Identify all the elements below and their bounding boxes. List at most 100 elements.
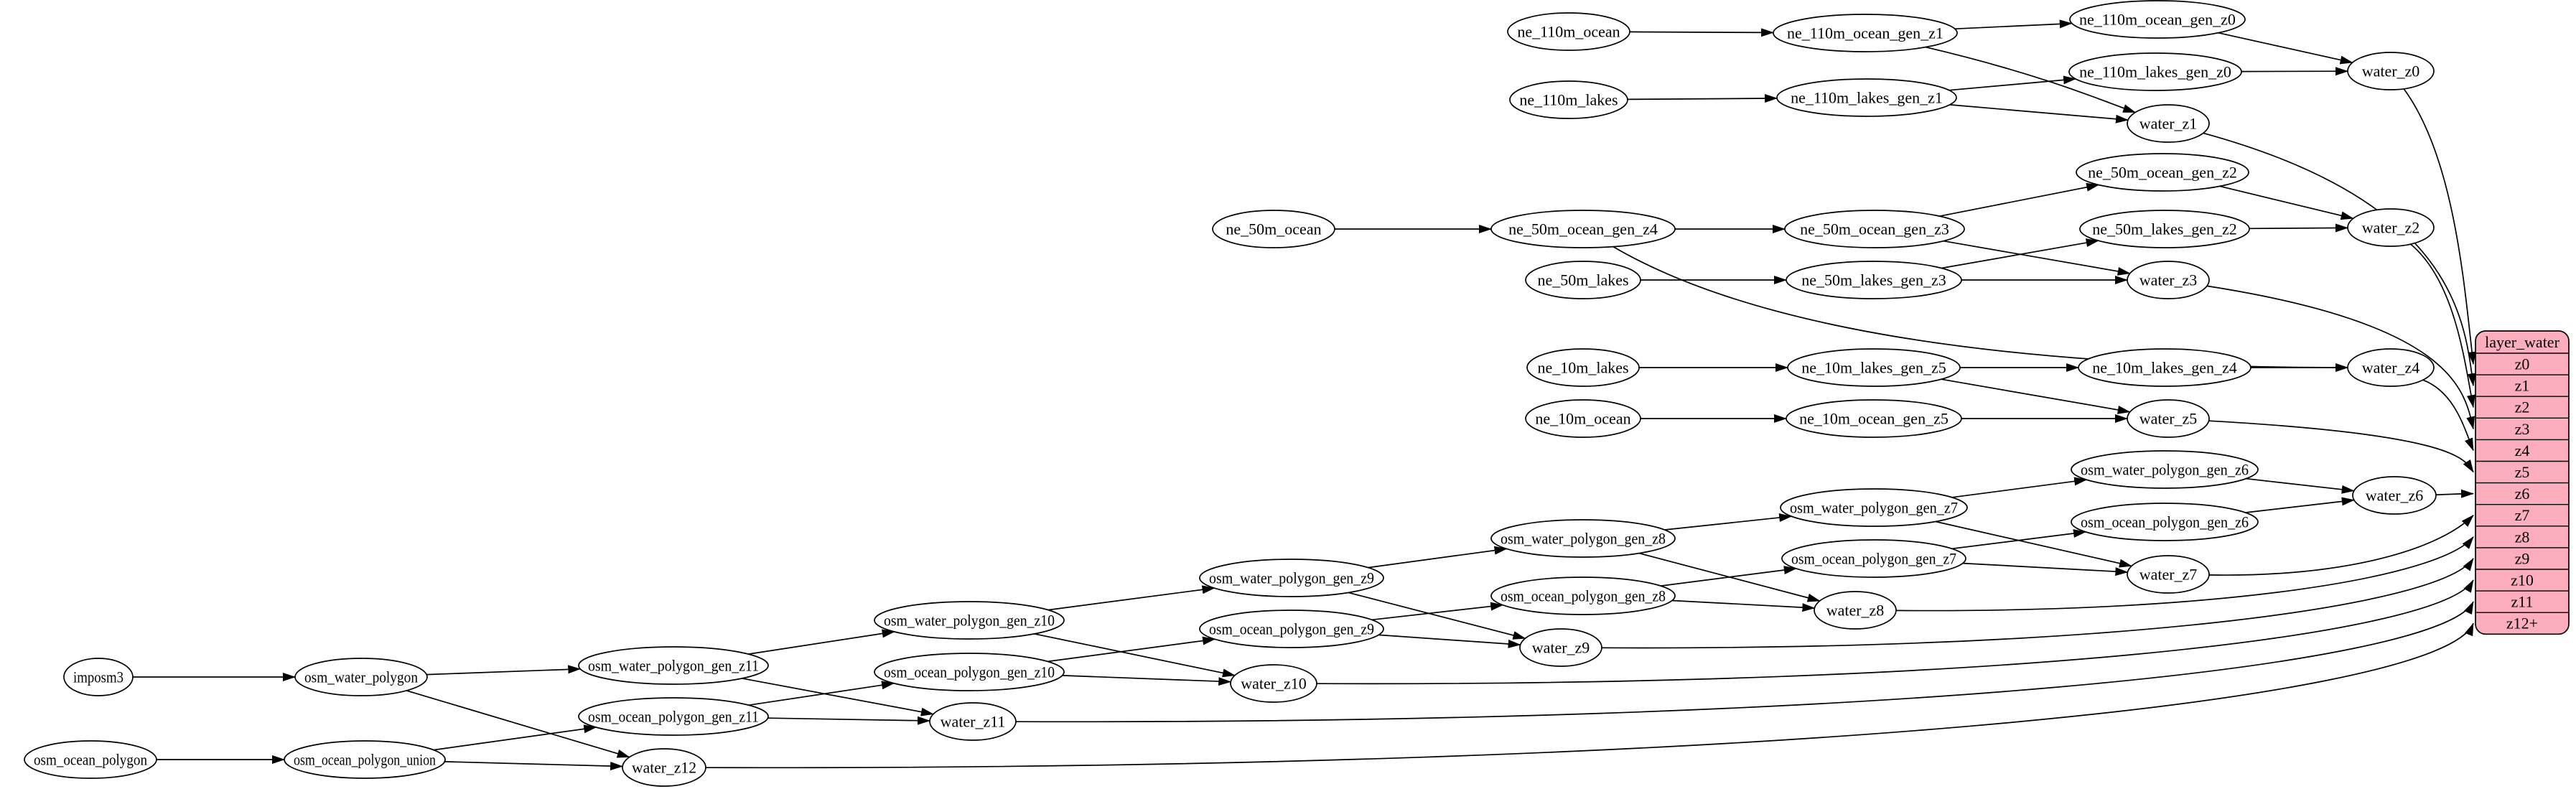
node-label-ne_10m_lakes_gen_z5: ne_10m_lakes_gen_z5 — [1801, 358, 1946, 376]
node-ne_110m_ocean: ne_110m_ocean — [1507, 12, 1630, 51]
edge-water_z2-layer_water-z2 — [2410, 243, 2475, 408]
edge-osm_ocean_polygon_union-water_z12 — [444, 761, 624, 771]
node-label-ne_10m_lakes: ne_10m_lakes — [1537, 358, 1628, 376]
node-shape-osm_water_polygon_gen_z8 — [1490, 519, 1676, 558]
node-shape-ne_50m_ocean_gen_z2 — [2076, 153, 2249, 192]
record-layer_water: layer_waterz0z1z2z3z4z5z6z7z8z9z10z11z12… — [2475, 330, 2570, 635]
edge-osm_water_polygon-water_z12 — [406, 690, 630, 758]
edge-osm_water_polygon_gen_z9-osm_water_polygon_gen_z8 — [1368, 546, 1508, 569]
node-label-water_z2: water_z2 — [2362, 218, 2420, 236]
node-shape-ne_50m_lakes — [1525, 261, 1641, 299]
node-shape-ne_110m_lakes — [1509, 80, 1628, 119]
node-shape-water_z1 — [2127, 104, 2210, 143]
node-label-ne_50m_ocean_gen_z4: ne_50m_ocean_gen_z4 — [1508, 220, 1658, 238]
node-label-osm_water_polygon_gen_z10: osm_water_polygon_gen_z10 — [884, 611, 1055, 629]
node-osm_water_polygon_gen_z8: osm_water_polygon_gen_z8 — [1490, 519, 1676, 558]
edge-osm_ocean_polygon_gen_z10-water_z10 — [1062, 675, 1232, 686]
node-water_z5: water_z5 — [2127, 399, 2210, 438]
record-row-z8: z8 — [2515, 528, 2530, 546]
node-shape-ne_110m_ocean_gen_z1 — [1773, 14, 1958, 52]
node-osm_water_polygon: osm_water_polygon — [294, 658, 428, 696]
node-shape-ne_50m_ocean_gen_z3 — [1784, 210, 1965, 248]
node-osm_ocean_polygon_gen_z8: osm_ocean_polygon_gen_z8 — [1490, 576, 1676, 615]
edge-osm_ocean_polygon_gen_z9-osm_ocean_polygon_gen_z8 — [1371, 602, 1504, 621]
node-shape-imposm3 — [63, 658, 134, 696]
edge-water_z10-layer_water-z10 — [1316, 579, 2474, 685]
node-ne_110m_lakes_gen_z1: ne_110m_lakes_gen_z1 — [1776, 78, 1957, 117]
node-shape-osm_ocean_polygon_gen_z11 — [578, 697, 769, 736]
edge-osm_water_polygon_gen_z11-water_z11 — [742, 678, 934, 716]
node-water_z3: water_z3 — [2127, 261, 2210, 299]
node-shape-ne_110m_ocean_gen_z0 — [2069, 0, 2246, 39]
node-osm_ocean_polygon_union: osm_ocean_polygon_union — [284, 740, 446, 779]
record-header-label: layer_water — [2485, 333, 2559, 351]
node-label-ne_110m_lakes_gen_z0: ne_110m_lakes_gen_z0 — [2079, 62, 2231, 80]
node-ne_50m_ocean_gen_z3: ne_50m_ocean_gen_z3 — [1784, 210, 1965, 248]
node-osm_ocean_polygon_gen_z10: osm_ocean_polygon_gen_z10 — [874, 653, 1065, 691]
node-label-osm_ocean_polygon: osm_ocean_polygon — [34, 750, 147, 768]
edge-osm_ocean_polygon_gen_z11-osm_ocean_polygon_gen_z10 — [748, 681, 895, 706]
record-row-z10: z10 — [2511, 571, 2534, 589]
node-label-ne_110m_lakes: ne_110m_lakes — [1519, 90, 1618, 108]
node-label-water_z4: water_z4 — [2362, 358, 2420, 376]
edge-water_z12-layer_water-z12+ — [705, 622, 2474, 769]
node-shape-osm_water_polygon_gen_z10 — [874, 601, 1065, 640]
node-label-imposm3: imposm3 — [73, 668, 123, 686]
node-label-osm_ocean_polygon_gen_z9: osm_ocean_polygon_gen_z9 — [1209, 620, 1374, 638]
node-shape-water_z0 — [2347, 52, 2435, 90]
node-label-water_z9: water_z9 — [1532, 638, 1590, 656]
node-shape-osm_water_polygon_gen_z9 — [1199, 559, 1384, 597]
node-osm_ocean_polygon_gen_z7: osm_ocean_polygon_gen_z7 — [1781, 539, 1966, 578]
node-label-water_z8: water_z8 — [1826, 601, 1885, 619]
node-shape-osm_ocean_polygon_gen_z9 — [1199, 610, 1384, 648]
node-ne_50m_ocean_gen_z4: ne_50m_ocean_gen_z4 — [1490, 210, 1676, 248]
node-label-water_z7: water_z7 — [2139, 565, 2198, 583]
node-label-ne_110m_ocean_gen_z1: ne_110m_ocean_gen_z1 — [1787, 24, 1943, 42]
edge-osm_ocean_polygon_gen_z7-water_z7 — [1962, 562, 2129, 576]
node-water_z1: water_z1 — [2127, 104, 2210, 143]
node-ne_110m_lakes_gen_z0: ne_110m_lakes_gen_z0 — [2068, 52, 2242, 91]
node-ne_110m_lakes: ne_110m_lakes — [1509, 80, 1628, 119]
node-label-osm_water_polygon: osm_water_polygon — [304, 668, 418, 686]
node-osm_water_polygon_gen_z10: osm_water_polygon_gen_z10 — [874, 601, 1065, 640]
node-label-ne_50m_lakes_gen_z2: ne_50m_lakes_gen_z2 — [2092, 220, 2237, 238]
node-label-osm_ocean_polygon_gen_z8: osm_ocean_polygon_gen_z8 — [1501, 587, 1666, 604]
node-ne_50m_ocean_gen_z2: ne_50m_ocean_gen_z2 — [2076, 153, 2249, 192]
record-row-z5: z5 — [2515, 463, 2530, 481]
node-label-osm_water_polygon_gen_z8: osm_water_polygon_gen_z8 — [1501, 529, 1666, 547]
node-shape-ne_10m_lakes_gen_z5 — [1787, 348, 1961, 387]
node-label-ne_10m_lakes_gen_z4: ne_10m_lakes_gen_z4 — [2092, 358, 2237, 376]
node-shape-ne_110m_lakes_gen_z1 — [1776, 78, 1957, 117]
node-shape-ne_50m_lakes_gen_z2 — [2079, 210, 2250, 248]
node-shape-water_z6 — [2352, 476, 2437, 515]
node-shape-osm_ocean_polygon_gen_z7 — [1781, 539, 1966, 578]
node-shape-water_z2 — [2347, 208, 2435, 247]
node-osm_water_polygon_gen_z9: osm_water_polygon_gen_z9 — [1199, 559, 1384, 597]
node-water_z10: water_z10 — [1230, 664, 1317, 703]
node-shape-osm_ocean_polygon_union — [284, 740, 446, 779]
node-shape-ne_10m_ocean — [1525, 399, 1641, 438]
node-label-ne_50m_ocean_gen_z3: ne_50m_ocean_gen_z3 — [1800, 220, 1949, 238]
node-water_z2: water_z2 — [2347, 208, 2435, 247]
node-label-ne_110m_ocean_gen_z0: ne_110m_ocean_gen_z0 — [2079, 10, 2236, 28]
edge-ne_10m_lakes_gen_z5-water_z5 — [1941, 378, 2131, 414]
record-row-z9: z9 — [2515, 549, 2530, 567]
node-label-water_z10: water_z10 — [1241, 674, 1307, 692]
node-ne_50m_ocean: ne_50m_ocean — [1212, 210, 1335, 248]
node-label-water_z5: water_z5 — [2139, 409, 2198, 427]
node-shape-osm_water_polygon_gen_z6 — [2071, 450, 2259, 489]
edge-osm_ocean_polygon_gen_z10-osm_ocean_polygon_gen_z9 — [1047, 636, 1216, 663]
node-shape-osm_water_polygon_gen_z7 — [1780, 488, 1968, 527]
edge-ne_110m_ocean_gen_z1-water_z1 — [1925, 46, 2137, 113]
node-osm_ocean_polygon_gen_z9: osm_ocean_polygon_gen_z9 — [1199, 610, 1384, 648]
record-row-z3: z3 — [2515, 420, 2530, 438]
node-ne_50m_lakes: ne_50m_lakes — [1525, 261, 1641, 299]
node-label-osm_ocean_polygon_gen_z6: osm_ocean_polygon_gen_z6 — [2081, 513, 2249, 531]
node-shape-osm_ocean_polygon_gen_z6 — [2071, 503, 2259, 541]
edge-water_z11-layer_water-z11 — [1015, 601, 2474, 723]
node-shape-water_z7 — [2127, 555, 2210, 594]
node-label-water_z0: water_z0 — [2362, 62, 2420, 80]
edge-water_z6-layer_water-z6 — [2435, 489, 2474, 498]
node-osm_water_polygon_gen_z11: osm_water_polygon_gen_z11 — [578, 646, 769, 685]
node-label-osm_water_polygon_gen_z11: osm_water_polygon_gen_z11 — [588, 656, 759, 674]
